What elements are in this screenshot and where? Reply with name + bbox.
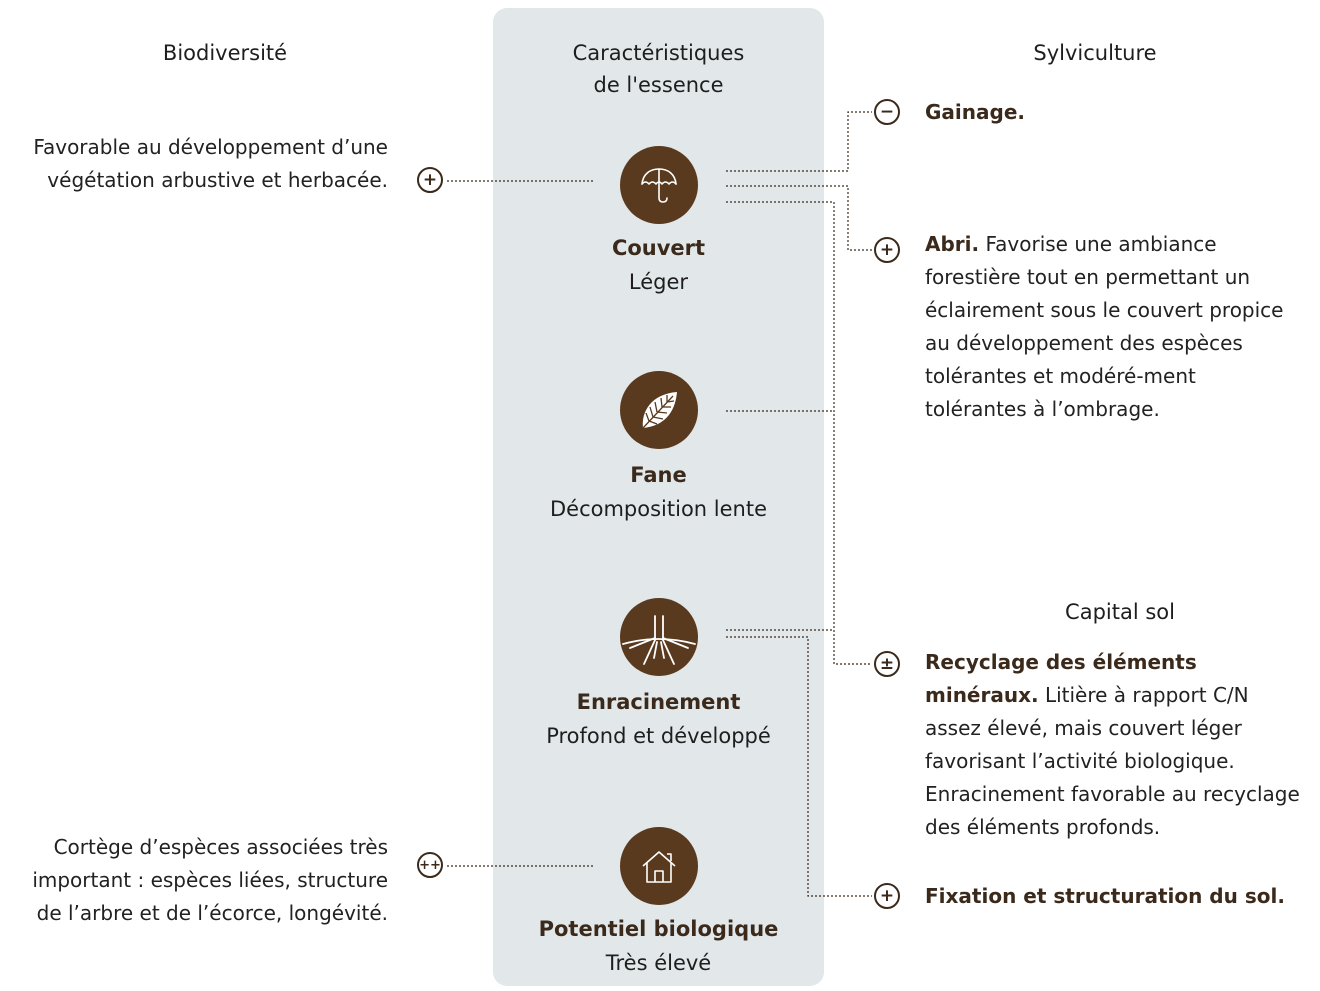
plus-sign-icon: + — [417, 167, 443, 193]
header-traits: Caractéristiques de l'essence — [572, 41, 745, 97]
trait-value: Très élevé — [605, 951, 712, 975]
double-plus-sign-icon: ++ — [417, 852, 443, 878]
silviculture-item-abri: Abri. Favorise une ambiance forestière t… — [925, 228, 1300, 426]
plus-minus-sign-icon: ± — [874, 651, 900, 677]
trait-title: Couvert — [611, 236, 706, 260]
item-text: Favorise une ambiance forestière tout en… — [925, 232, 1284, 421]
trait-title: Fane — [630, 463, 687, 487]
connector-couvert-recyclage — [726, 201, 872, 665]
umbrella-icon — [641, 168, 677, 203]
item-text: Litière à rapport C/N assez élevé, mais … — [925, 683, 1300, 839]
soil-item-fixation: Fixation et structuration du sol. — [925, 880, 1315, 913]
connector-couvert-gainage — [726, 111, 872, 172]
trait-value: Léger — [628, 270, 689, 294]
trait-title: Potentiel biologique — [538, 917, 779, 941]
potentiel-trait-icon — [620, 827, 698, 905]
trait-title: Enracinement — [576, 690, 741, 714]
biodiversity-item-vegetation: Favorable au développement d’une végétat… — [33, 135, 388, 192]
couvert-trait-icon — [620, 146, 698, 224]
biodiversity-item-especes: Cortège d’espèces associées très importa… — [32, 835, 388, 925]
minus-sign-icon: − — [874, 99, 900, 125]
item-title: Abri. — [925, 232, 980, 256]
connector-couvert-abri — [726, 185, 872, 251]
leaf-icon — [642, 392, 677, 429]
header-silviculture: Sylviculture — [1033, 41, 1157, 65]
item-title: Fixation et structuration du sol. — [925, 884, 1285, 908]
plus-sign-icon: + — [874, 237, 900, 263]
item-title: Recyclage des éléments minéraux. — [925, 650, 1197, 707]
enracinement-trait-icon — [620, 598, 698, 676]
header-biodiversity: Biodiversité — [162, 41, 288, 65]
plus-sign-icon: + — [874, 883, 900, 909]
fane-trait-icon — [620, 371, 698, 449]
trait-fane: Fane Décomposition lente — [493, 458, 824, 526]
trait-potentiel: Potentiel biologique Très élevé — [493, 912, 824, 980]
house-icon — [642, 851, 676, 883]
trait-value: Profond et développé — [546, 724, 771, 748]
connector-enracinement-fixation — [726, 636, 872, 897]
trait-value: Décomposition lente — [549, 497, 767, 521]
soil-item-recyclage: Recyclage des éléments minéraux. Litière… — [925, 646, 1310, 844]
trait-enracinement: Enracinement Profond et développé — [493, 685, 824, 753]
roots-icon — [622, 615, 696, 665]
header-soil: Capital sol — [1065, 600, 1175, 624]
trait-couvert: Couvert Léger — [493, 231, 824, 299]
silviculture-item-gainage: Gainage. — [925, 96, 1305, 129]
item-title: Gainage. — [925, 100, 1025, 124]
